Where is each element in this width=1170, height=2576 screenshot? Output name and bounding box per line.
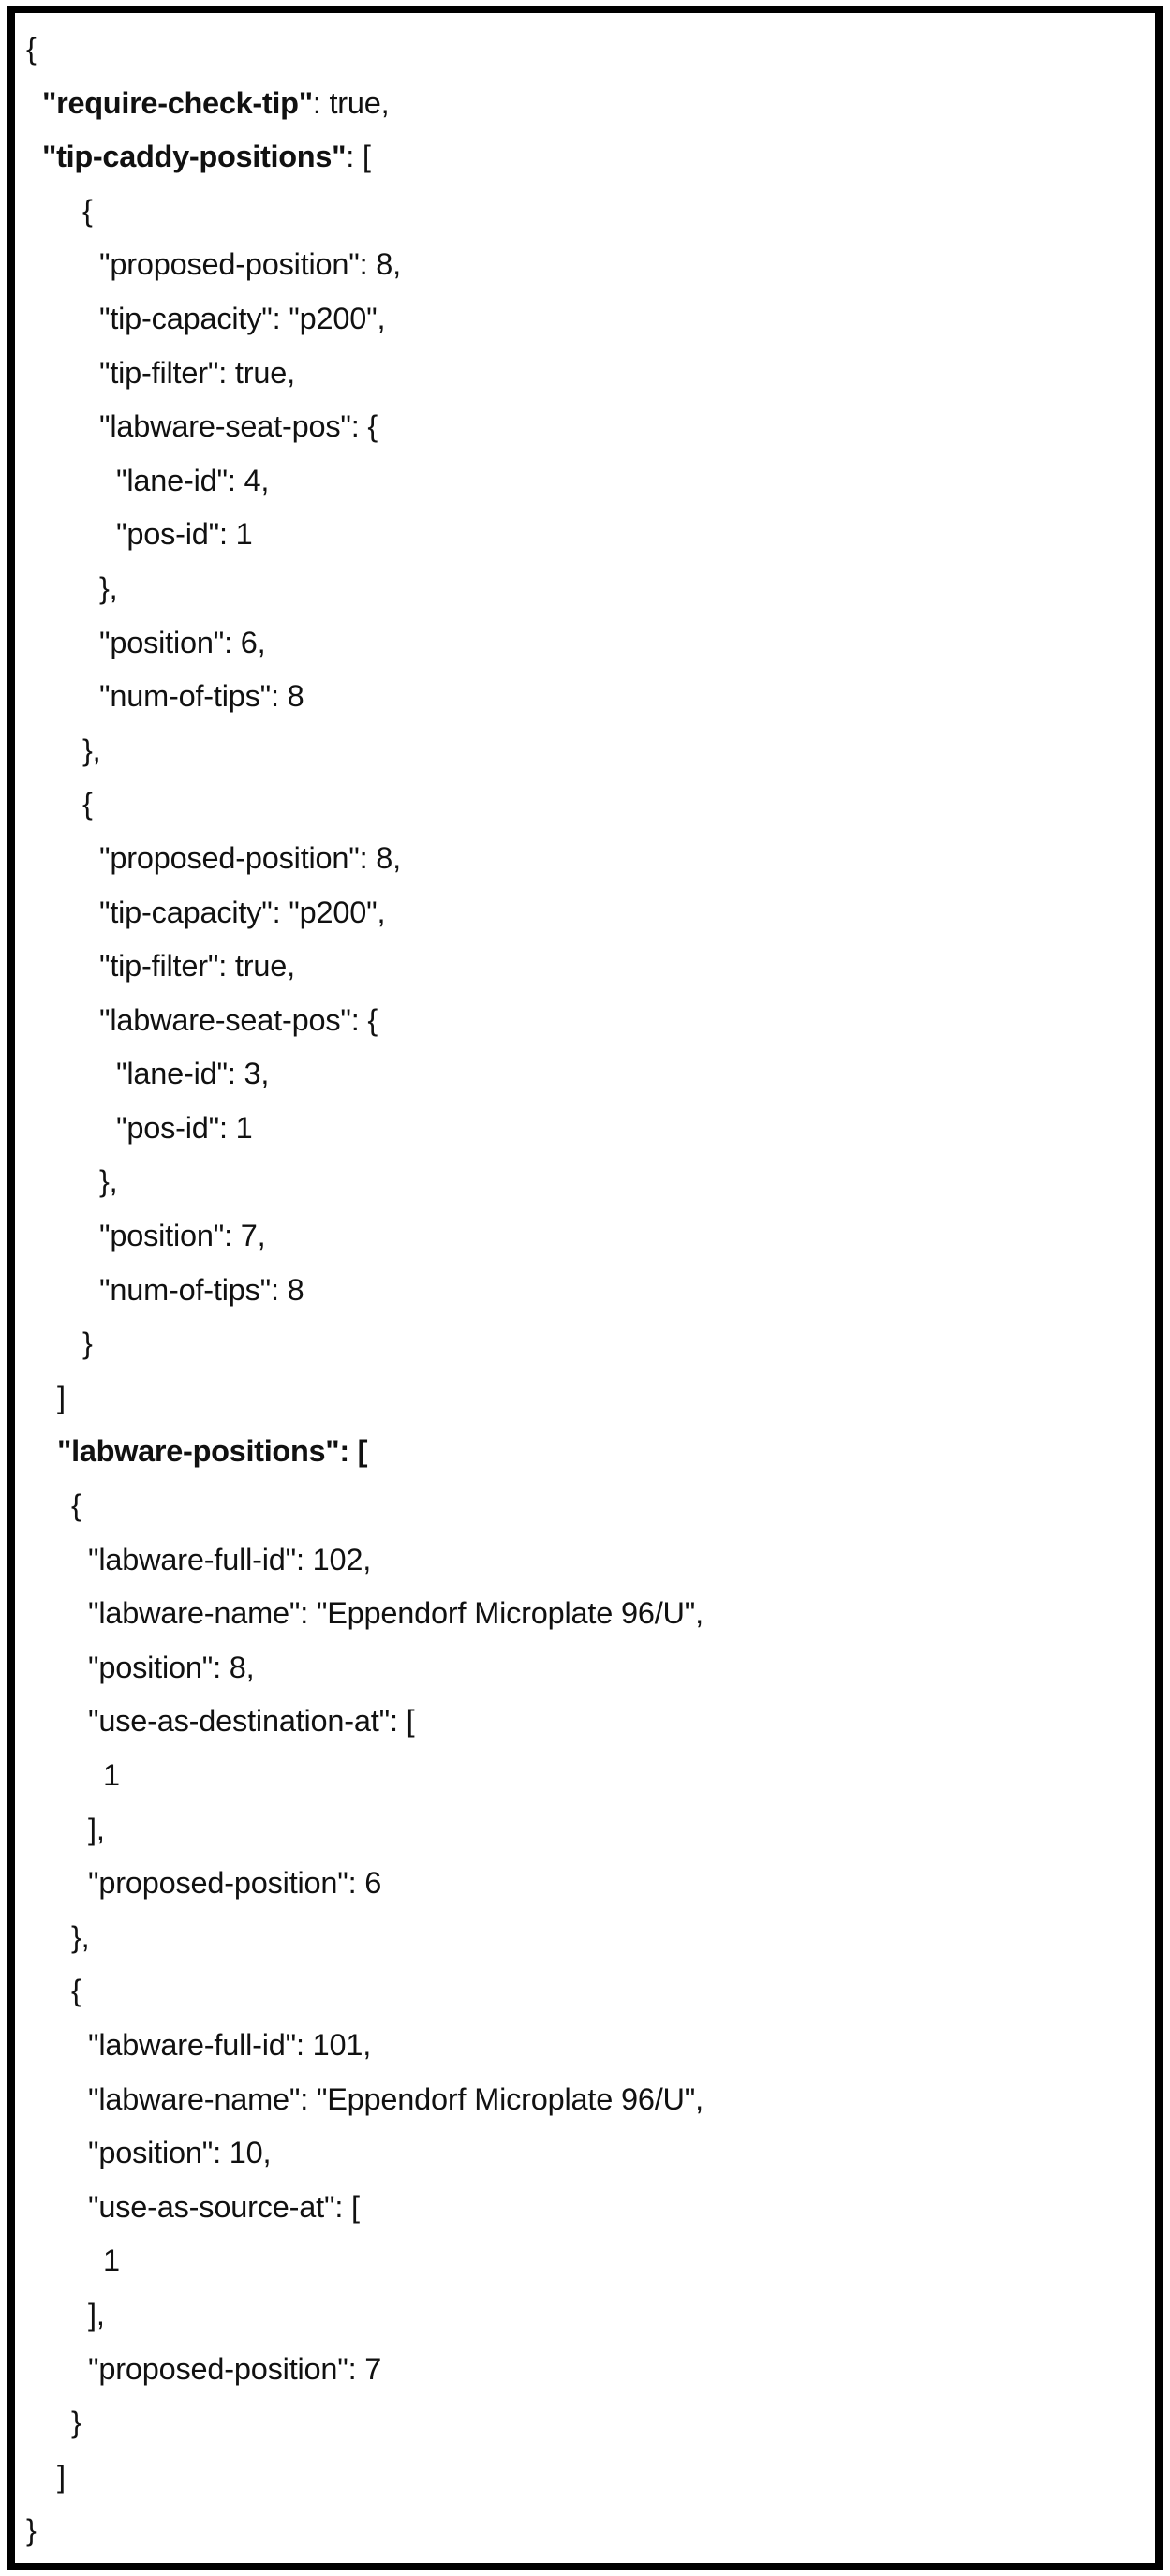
json-line: }, [71,1919,90,1954]
json-line: "labware-name": "Eppendorf Microplate 96… [88,1596,703,1631]
json-line: "labware-full-id": 102, [88,1542,372,1577]
json-line: "tip-filter": true, [99,355,295,390]
json-line: "pos-id": 1 [116,517,253,552]
json-line: ], [88,1812,105,1846]
json-line: "use-as-destination-at": [ [88,1704,415,1739]
json-line: "position": 10, [88,2136,272,2170]
json-line: { [71,1488,81,1523]
json-line: { [82,193,93,228]
json-line: } [26,2513,37,2548]
json-line: "tip-caddy-positions": [ [26,130,1155,185]
json-listing: {"require-check-tip": true,"tip-caddy-po… [26,22,1155,2558]
json-line: 1 [103,1758,120,1792]
json-line: "tip-filter": true, [99,949,295,984]
json-key-bold: "tip-caddy-positions" [42,140,347,174]
json-line: "proposed-position": 8, [99,840,402,875]
json-line: }, [99,570,118,605]
json-key-bold: "labware-positions": [ [57,1434,368,1469]
json-line: ], [88,2297,105,2332]
json-line: "position": 8, [88,1650,255,1684]
json-line: "labware-seat-pos": { [99,409,378,444]
json-line: { [82,787,93,822]
json-line: "labware-positions": [ [26,1425,1155,1479]
json-line: "tip-capacity": "p200", [99,301,386,335]
json-value: : true, [312,85,390,120]
json-line: "use-as-source-at": [ [88,2189,360,2224]
json-line: "proposed-position": 8, [99,247,402,282]
json-line: "labware-full-id": 101, [88,2027,372,2062]
json-line: "require-check-tip": true, [26,77,1155,131]
json-line: "num-of-tips": 8 [99,679,304,714]
json-line: } [71,2406,81,2440]
json-line: "num-of-tips": 8 [99,1272,304,1307]
json-line: "lane-id": 4, [116,463,270,497]
json-line: }, [99,1164,118,1199]
json-line: "tip-capacity": "p200", [99,895,386,929]
json-key-bold: "require-check-tip" [42,85,313,120]
json-document-frame: {"require-check-tip": true,"tip-caddy-po… [7,6,1163,2570]
json-line: "labware-name": "Eppendorf Microplate 96… [88,2081,703,2116]
json-line: "position": 6, [99,625,266,659]
json-line: "proposed-position": 6 [88,1866,382,1901]
json-line: }, [82,733,101,767]
json-value: : [ [346,140,371,174]
json-line: { [26,32,37,66]
json-line: "labware-seat-pos": { [99,1002,378,1037]
json-line: "pos-id": 1 [116,1110,253,1145]
json-line: "position": 7, [99,1219,266,1253]
json-line: } [82,1326,93,1361]
json-line: { [71,1974,81,2008]
json-line: "lane-id": 3, [116,1057,270,1091]
json-line: ] [57,2459,66,2494]
json-line: "proposed-position": 7 [88,2351,382,2386]
json-line: ] [57,1380,66,1414]
json-line: 1 [103,2243,120,2278]
